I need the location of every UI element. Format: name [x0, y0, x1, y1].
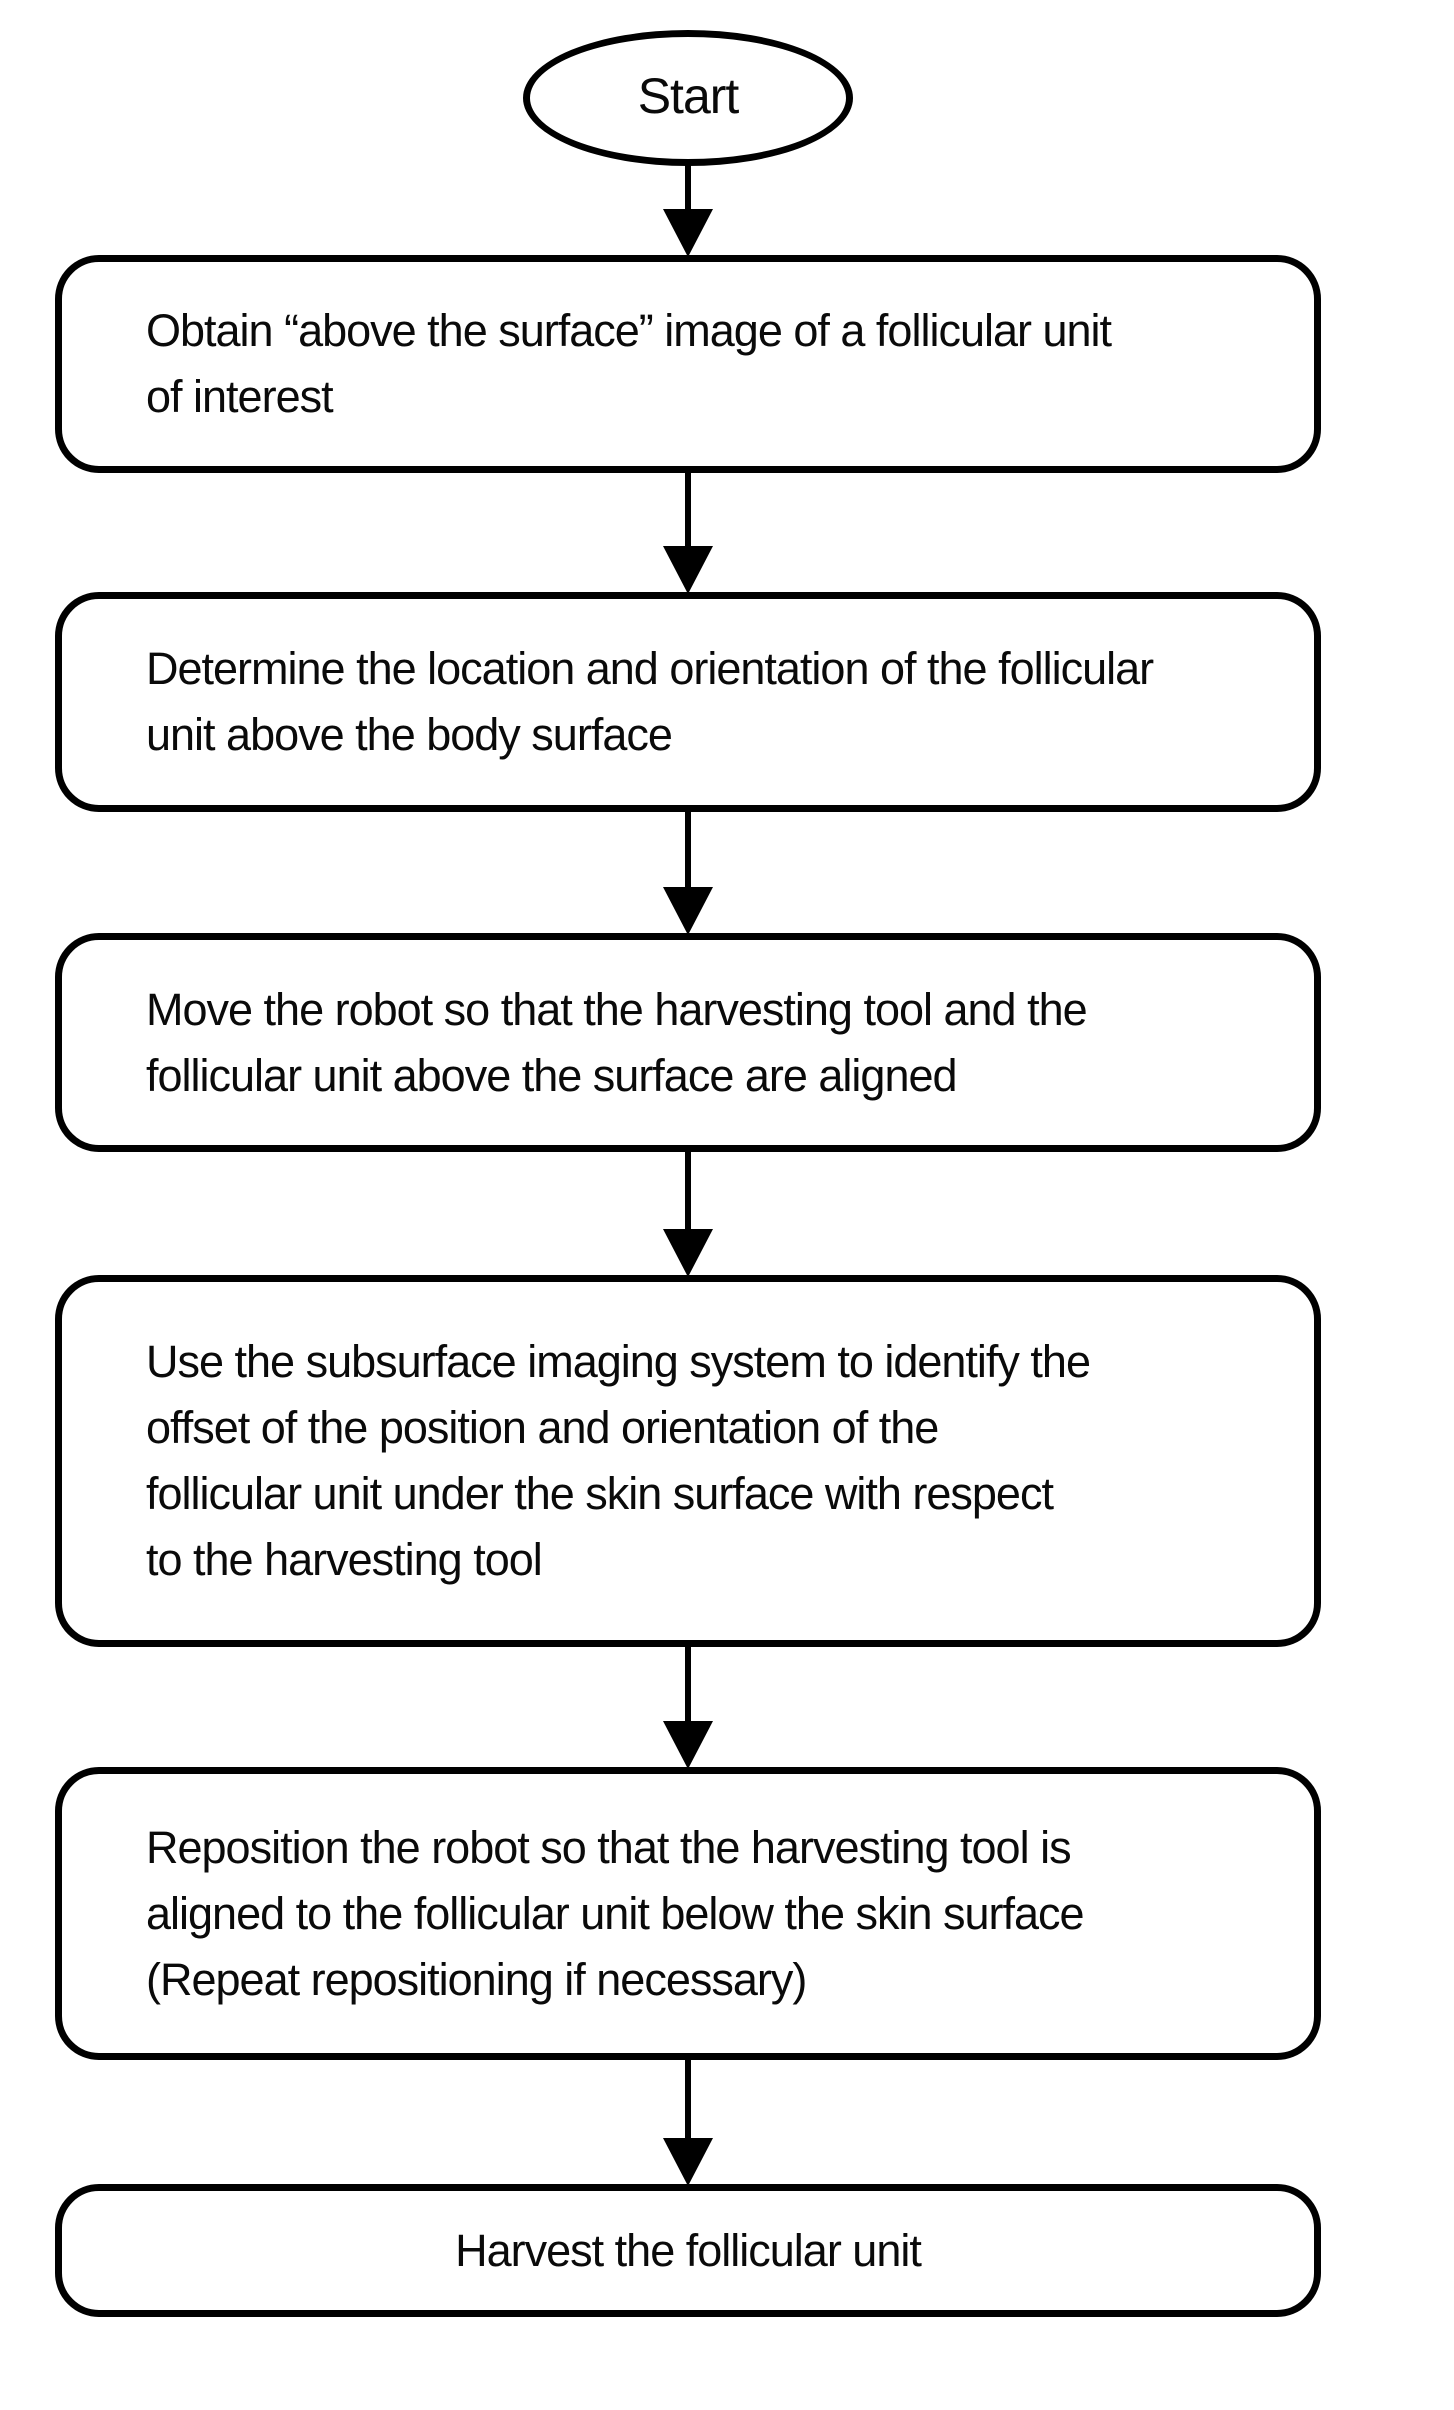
step-box-1: Obtain “above the surface” image of a fo… [55, 255, 1321, 473]
step-box-3: Move the robot so that the harvesting to… [55, 933, 1321, 1152]
arrow-head-icon [663, 1721, 713, 1769]
arrow-shaft [685, 165, 691, 223]
flow-arrow-step4-to-step5 [661, 1645, 715, 1769]
step-box-1-text: Obtain “above the surface” image of a fo… [146, 305, 1112, 422]
flow-arrow-step1-to-step2 [661, 471, 715, 594]
step-box-5: Reposition the robot so that the harvest… [55, 1767, 1321, 2060]
step-box-6-text: Harvest the follicular unit [455, 2224, 922, 2276]
start-node-label: Start [637, 68, 740, 124]
step-box-6: Harvest the follicular unit [55, 2184, 1321, 2317]
flow-arrow-step5-to-step6 [661, 2058, 715, 2186]
step-box-4: Use the subsurface imaging system to ide… [55, 1275, 1321, 1647]
arrow-head-icon [663, 1229, 713, 1277]
step-box-2: Determine the location and orientation o… [55, 592, 1321, 812]
start-node: Start [523, 30, 853, 166]
arrow-shaft [685, 471, 691, 560]
arrow-shaft [685, 2058, 691, 2152]
arrow-head-icon [663, 546, 713, 594]
flow-arrow-step3-to-step4 [661, 1150, 715, 1277]
arrow-shaft [685, 1150, 691, 1243]
arrow-shaft [685, 810, 691, 901]
flow-arrow-step2-to-step3 [661, 810, 715, 935]
arrow-head-icon [663, 2138, 713, 2186]
step-box-2-text: Determine the location and orientation o… [146, 643, 1154, 760]
arrow-head-icon [663, 887, 713, 935]
flow-arrow-start-to-step1 [661, 165, 715, 257]
step-box-3-text: Move the robot so that the harvesting to… [146, 983, 1088, 1101]
arrow-head-icon [663, 209, 713, 257]
arrow-shaft [685, 1645, 691, 1735]
step-box-5-text: Reposition the robot so that the harvest… [146, 1821, 1085, 2005]
step-box-4-text: Use the subsurface imaging system to ide… [146, 1336, 1091, 1585]
